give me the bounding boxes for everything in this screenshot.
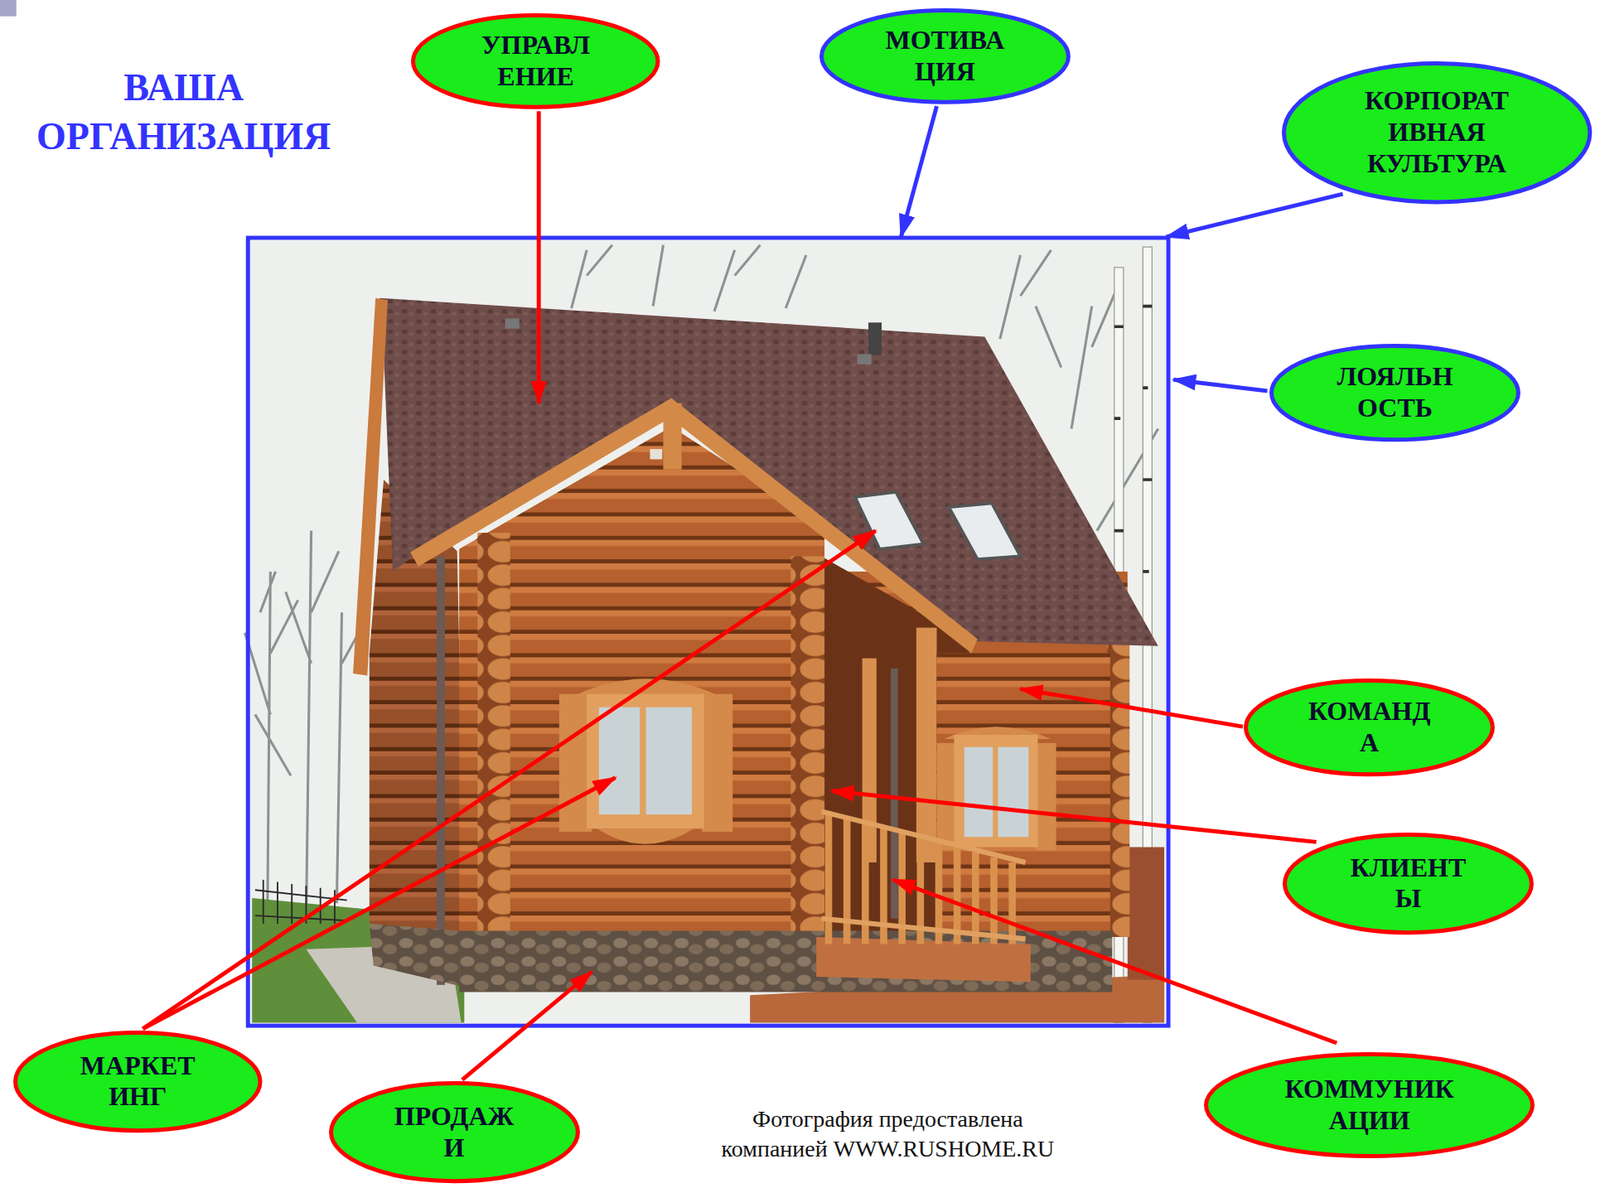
ellipse-shape [1285, 834, 1533, 933]
porch-rail [821, 811, 1025, 939]
node-label: КОРПОРАТ ИВНАЯ КУЛЬТУРА [1364, 85, 1509, 179]
ellipse-node: КОМАНД А [1243, 678, 1495, 777]
leader-arrow [1020, 689, 1243, 728]
skylight [948, 502, 1020, 560]
ellipse-shape [821, 9, 1069, 102]
downpipe [436, 555, 445, 985]
foundation [369, 923, 460, 987]
leader-arrow [893, 879, 1338, 1044]
node-content: МОТИВА ЦИЯ [884, 24, 1005, 88]
window-glass [964, 747, 993, 837]
node-label: КОММУНИК АЦИИ [1285, 1073, 1455, 1137]
barge-board [352, 298, 388, 677]
window-ornament [596, 828, 694, 844]
ellipse-node: МАРКЕТ ИНГ [13, 1030, 262, 1133]
gable-trim [664, 397, 978, 653]
leader-arrow [900, 106, 937, 237]
leader-arrow [1173, 379, 1267, 392]
ellipse-shape [330, 1083, 578, 1182]
leader-arrow [142, 778, 615, 1030]
window-glass [646, 707, 692, 815]
gable-finial [662, 403, 682, 470]
leader-arrow [142, 531, 875, 1030]
gable-vent [649, 449, 663, 460]
photo-credit: Фотография предоставлена компанией WWW.R… [719, 1104, 1056, 1165]
porch-post [916, 628, 938, 863]
porch-wall [937, 652, 1111, 939]
log-corner [477, 532, 510, 934]
leader-arrow [1166, 193, 1344, 237]
ellipse-node: КОРПОРАТ ИВНАЯ КУЛЬТУРА [1281, 61, 1592, 204]
ellipse-node: ПРОДАЖ И [328, 1081, 581, 1184]
ellipse-shape [413, 15, 658, 108]
node-content: УПРАВЛ ЕНИЕ [481, 29, 590, 93]
node-content: КОРПОРАТ ИВНАЯ КУЛЬТУРА [1364, 85, 1509, 179]
node-content: КОМАНД А [1308, 696, 1431, 759]
chimney [868, 322, 882, 355]
node-label: КЛИЕНТ Ы [1350, 852, 1467, 916]
node-label: ЛОЯЛЬН ОСТЬ [1336, 361, 1453, 425]
ellipse-shape [1206, 1053, 1533, 1156]
skylight [855, 492, 924, 550]
node-content: ЛОЯЛЬН ОСТЬ [1336, 361, 1453, 425]
ellipse-shape [15, 1032, 261, 1131]
leader-arrow [462, 971, 592, 1081]
sky [250, 240, 1167, 1025]
roof-vent [505, 318, 520, 329]
node-label: ПРОДАЖ И [394, 1101, 514, 1165]
node-content: КОММУНИК АЦИИ [1285, 1073, 1455, 1137]
ellipse-node: УПРАВЛ ЕНИЕ [410, 13, 660, 110]
shutter [701, 694, 733, 832]
outbuilding [1127, 847, 1165, 981]
log-corner [1106, 612, 1130, 938]
photo-frame [247, 237, 1169, 1026]
node-label: КОМАНД А [1308, 696, 1431, 759]
page-title: ВАША ОРГАНИЗАЦИЯ [36, 62, 331, 163]
corner-square [0, 0, 17, 17]
node-content: МАРКЕТ ИНГ [80, 1050, 196, 1114]
gable-trim [410, 397, 680, 566]
ellipse-shape [1246, 680, 1494, 774]
birch-marks [1114, 306, 1153, 572]
ellipse-node: ЛОЯЛЬН ОСТЬ [1269, 343, 1521, 442]
window-frame [953, 734, 1038, 848]
node-content: ПРОДАЖ И [394, 1101, 514, 1165]
window-glass [599, 707, 640, 815]
node-label: МАРКЕТ ИНГ [80, 1050, 196, 1114]
ellipse-node: МОТИВА ЦИЯ [819, 8, 1071, 105]
leader-arrow [831, 791, 1317, 843]
ellipse-node: КОММУНИК АЦИИ [1203, 1052, 1535, 1159]
ellipse-node: КЛИЕНТ Ы [1282, 832, 1534, 935]
leader-arrow [536, 111, 542, 403]
node-label: УПРАВЛ ЕНИЕ [481, 29, 590, 93]
ellipse-shape [1283, 62, 1590, 202]
shutter [1035, 743, 1057, 851]
ellipse-shape [1271, 346, 1518, 440]
log-corner [790, 555, 825, 934]
roof-vent [856, 353, 871, 364]
window-glass [997, 747, 1029, 837]
node-content: КЛИЕНТ Ы [1350, 852, 1467, 916]
node-label: МОТИВА ЦИЯ [884, 24, 1005, 88]
